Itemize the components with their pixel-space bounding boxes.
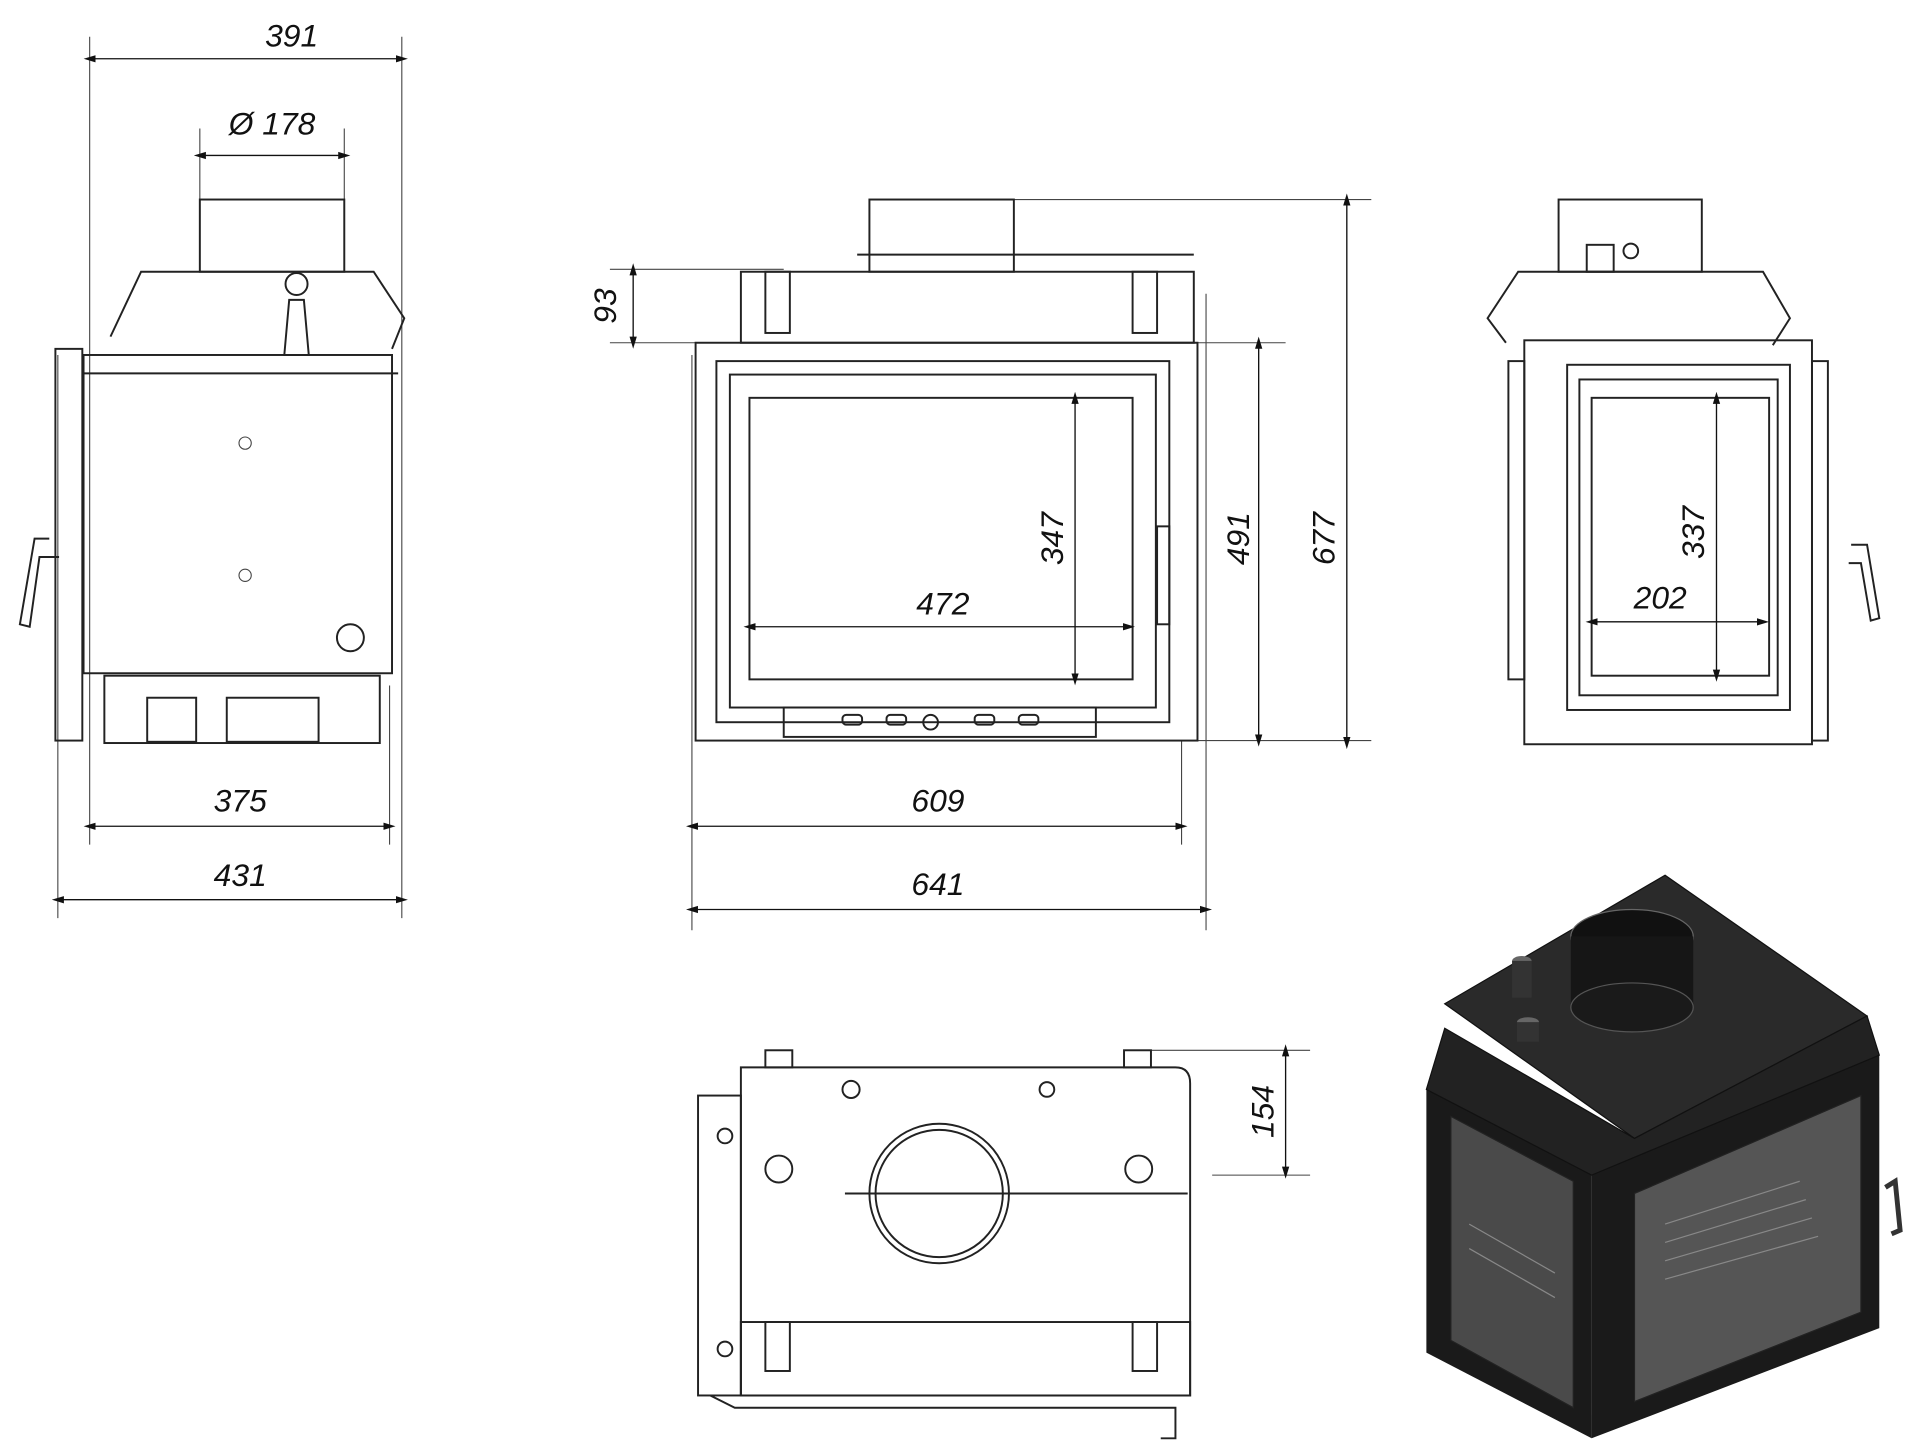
- dim-391: 391: [265, 18, 318, 54]
- isometric-render: [1425, 874, 1903, 1439]
- dim-472: 472: [916, 585, 969, 621]
- dim-337: 337: [1675, 505, 1711, 559]
- right-side-view: 337 202: [1486, 198, 1881, 746]
- top-view: 154: [697, 1044, 1311, 1440]
- dim-431: 431: [214, 857, 267, 893]
- left-side-view: 391 Ø 178 375 431: [18, 18, 408, 919]
- dim-375: 375: [214, 783, 267, 819]
- dim-641: 641: [911, 866, 964, 902]
- dim-154: 154: [1244, 1085, 1280, 1138]
- dim-flue-diameter: Ø 178: [228, 106, 316, 142]
- dim-347: 347: [1034, 511, 1070, 565]
- dim-677: 677: [1306, 511, 1342, 565]
- front-view: 93 347 472 491 677 609 641: [587, 193, 1372, 931]
- dim-609: 609: [911, 783, 964, 819]
- dim-491: 491: [1220, 512, 1256, 565]
- dim-93: 93: [587, 288, 623, 324]
- dim-202: 202: [1633, 579, 1687, 615]
